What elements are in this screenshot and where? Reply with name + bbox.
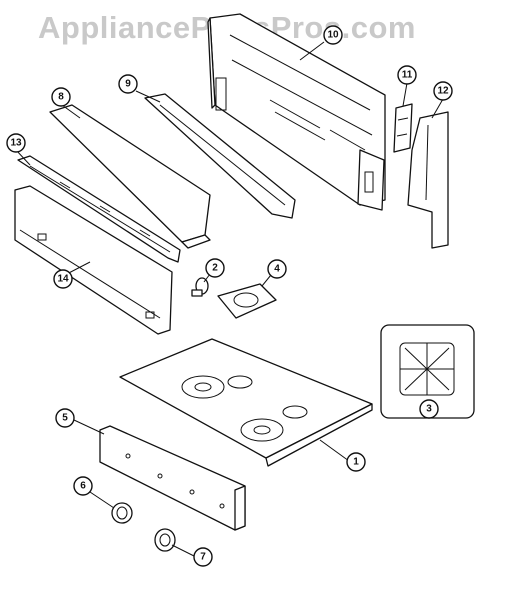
callout-6-label: 6: [80, 481, 86, 492]
backguard-part: [207, 13, 386, 211]
callout-11: 11: [397, 65, 417, 85]
callout-12: 12: [433, 81, 453, 101]
side-trim-part: [407, 111, 449, 249]
callout-13: 13: [6, 133, 26, 153]
callout-6: 6: [73, 476, 93, 496]
deflector-panel-part: [144, 93, 296, 219]
callout-7: 7: [193, 547, 213, 567]
knob-part-7: [154, 528, 176, 552]
callout-4-label: 4: [274, 264, 280, 275]
bracket-part: [393, 103, 413, 153]
lower-panel-part: [14, 185, 173, 335]
fitting-part: [191, 277, 209, 297]
callout-3: 3: [419, 399, 439, 419]
callout-9-label: 9: [125, 79, 131, 90]
burner-gasket-part: [217, 283, 277, 319]
callout-3-label: 3: [426, 404, 432, 415]
callout-4: 4: [267, 259, 287, 279]
callout-14-label: 14: [57, 274, 69, 285]
callout-9: 9: [118, 74, 138, 94]
control-panel-part: [99, 425, 246, 531]
callout-12-label: 12: [437, 86, 449, 97]
callout-5: 5: [55, 408, 75, 428]
knob-part-6: [111, 502, 133, 524]
burner-grate-part: [380, 324, 475, 419]
cooktop-part: [119, 338, 373, 467]
trim-strip-part: [17, 155, 181, 263]
callout-1-label: 1: [353, 457, 359, 468]
callout-8: 8: [51, 87, 71, 107]
callout-7-label: 7: [200, 552, 206, 563]
callout-1: 1: [346, 452, 366, 472]
callout-11-label: 11: [402, 70, 413, 81]
callout-2-label: 2: [212, 263, 218, 274]
callout-8-label: 8: [58, 92, 64, 103]
callout-10-label: 10: [327, 30, 339, 41]
callout-10: 10: [323, 25, 343, 45]
callout-14: 14: [53, 269, 73, 289]
callout-13-label: 13: [10, 138, 22, 149]
callout-2: 2: [205, 258, 225, 278]
front-panel-part: [49, 104, 211, 249]
callout-5-label: 5: [62, 413, 68, 424]
